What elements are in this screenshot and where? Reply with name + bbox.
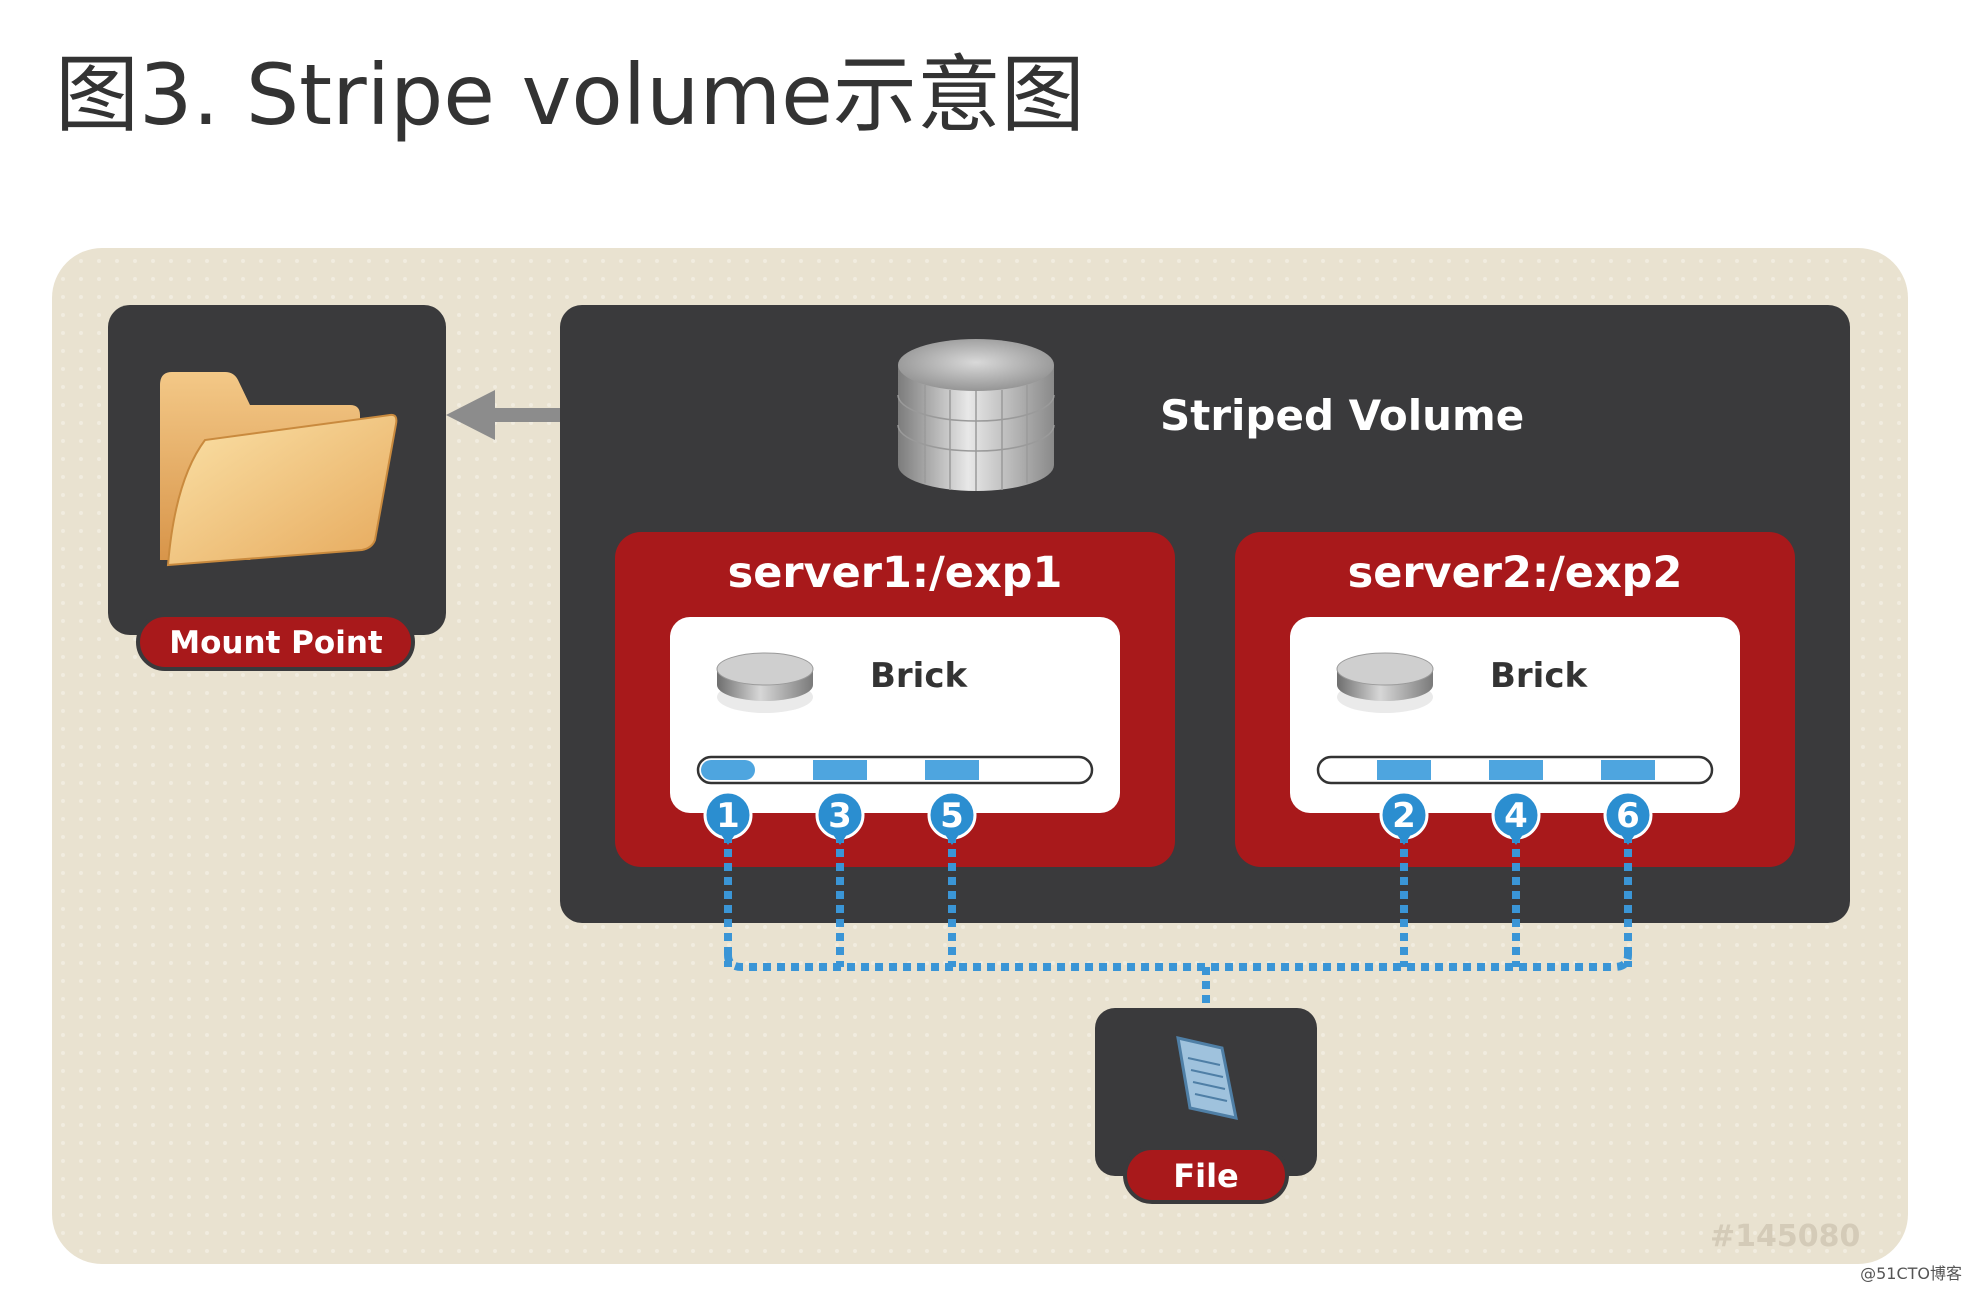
document-icon	[1176, 1036, 1238, 1120]
stripe-marker-2: 2	[1379, 790, 1429, 845]
stripe-number: 6	[1616, 796, 1640, 836]
brick-label: Brick	[870, 656, 968, 696]
disk-icon	[716, 652, 814, 713]
stripe-bus-line	[724, 954, 1632, 971]
folder-icon	[160, 372, 398, 567]
stripe-segment	[813, 760, 867, 780]
stripe-segment	[701, 760, 755, 780]
stripe-number: 4	[1504, 796, 1528, 836]
stripe-marker-3: 3	[815, 790, 865, 845]
stripe-segment	[925, 760, 979, 780]
stripe-markers: 1 3 5 2 4 6	[703, 790, 1653, 845]
file-panel: File	[1095, 1008, 1317, 1204]
file-label: File	[1173, 1157, 1239, 1195]
mount-point-panel: Mount Point	[108, 305, 446, 671]
disk-icon	[1336, 652, 1434, 713]
volume-cylinder-icon	[897, 339, 1055, 491]
credit-watermark: @51CTO博客	[1860, 1264, 1962, 1283]
stripe-segment	[1601, 760, 1655, 780]
stripe-marker-4: 4	[1491, 790, 1541, 845]
mount-point-label: Mount Point	[169, 625, 383, 661]
stripe-segment	[1377, 760, 1431, 780]
page-title: 图3. Stripe volume示意图	[55, 46, 1085, 144]
stripe-number: 3	[828, 796, 852, 836]
striped-volume-label: Striped Volume	[1160, 391, 1524, 440]
stripe-bar	[696, 755, 1094, 785]
stripe-marker-1: 1	[703, 790, 753, 845]
stripe-marker-5: 5	[927, 790, 977, 845]
server-name: server1:/exp1	[728, 548, 1063, 598]
stripe-number: 2	[1392, 796, 1416, 836]
server-name: server2:/exp2	[1348, 548, 1683, 598]
watermark-id: #145080	[1710, 1219, 1860, 1254]
brick-label: Brick	[1490, 656, 1588, 696]
stripe-marker-6: 6	[1603, 790, 1653, 845]
stripe-number: 1	[716, 796, 740, 836]
stripe-segment	[1489, 760, 1543, 780]
stripe-bar	[1316, 755, 1714, 785]
stripe-number: 5	[940, 796, 964, 836]
stripe-connections	[724, 835, 1632, 1008]
